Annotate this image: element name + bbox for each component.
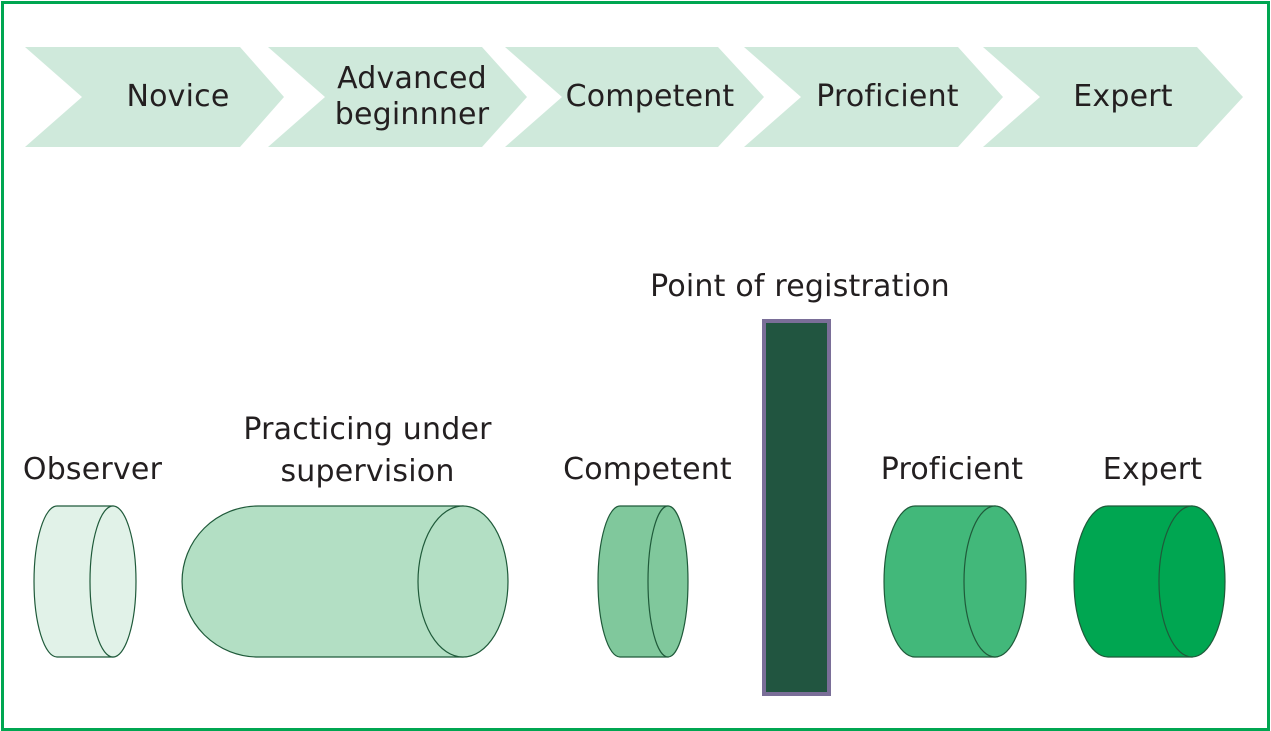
stage-label-line: Proficient (816, 79, 959, 114)
cylinder-competent (597, 505, 689, 658)
role-label-competent: Competent (555, 451, 740, 488)
registration-bar (762, 319, 831, 696)
stage-label-line: Competent (565, 79, 735, 114)
role-label-line: Expert (1102, 452, 1203, 487)
role-label-line: Observer (22, 452, 163, 487)
chevron-competent (505, 47, 764, 147)
chevron-proficient (744, 47, 1003, 147)
role-label-expert: Expert (1075, 451, 1230, 488)
stage-label-line: Novice (126, 79, 230, 114)
chevron-advanced-beginner (268, 47, 527, 147)
stage-label-line: beginnner (334, 97, 490, 132)
registration-label: Point of registration (650, 269, 950, 304)
stage-label-line: Expert (1073, 79, 1173, 114)
role-label-line: Competent (563, 452, 732, 487)
role-label-proficient: Proficient (862, 451, 1042, 488)
cylinder-proficient (883, 505, 1027, 658)
stage-label-advanced-beginner: Advanced beginnner (322, 47, 502, 147)
role-label-practicing: Practicing under supervision (225, 409, 510, 493)
stage-chevrons (25, 47, 1243, 147)
role-label-line: Practicing under (243, 412, 492, 447)
stage-label-competent: Competent (555, 47, 745, 147)
stage-label-line: Advanced (337, 61, 487, 96)
cylinder-expert (1073, 505, 1226, 658)
cylinder-practicing (181, 505, 509, 658)
stage-label-novice: Novice (88, 47, 268, 147)
stage-label-expert: Expert (1033, 47, 1213, 147)
cylinder-observer (33, 505, 137, 658)
role-label-line: Proficient (880, 452, 1024, 487)
stage-label-proficient: Proficient (795, 47, 980, 147)
role-label-observer: Observer (10, 451, 175, 488)
chevron-novice (25, 47, 284, 147)
role-label-line: supervision (280, 454, 455, 489)
chevron-expert (983, 47, 1243, 147)
